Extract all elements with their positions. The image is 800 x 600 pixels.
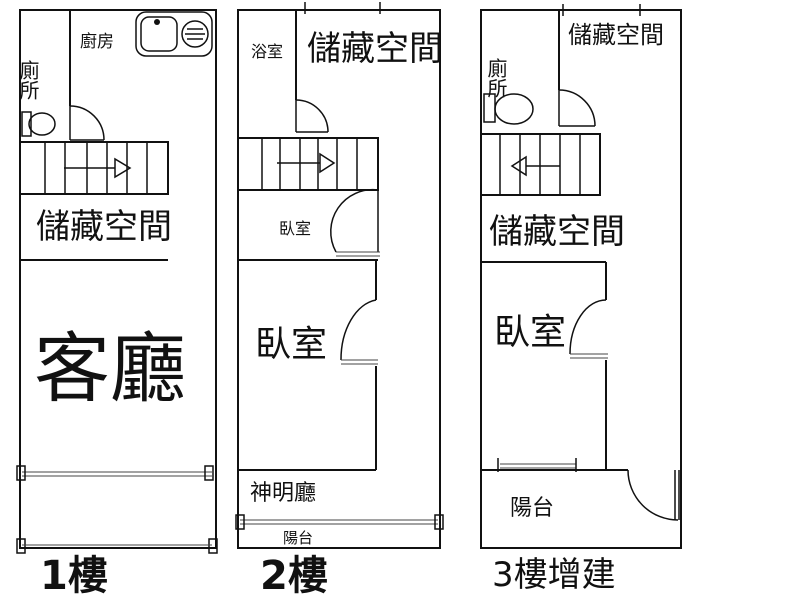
floor-2-outline	[237, 9, 441, 549]
floor-2-bath-label: 浴室	[251, 42, 283, 61]
floor-2-balcony-label: 陽台	[283, 529, 313, 547]
floor-3-storage-top-label: 儲藏空間	[568, 21, 664, 49]
floor-3-toilet-fixture	[483, 93, 534, 125]
floor-3-stairs	[480, 133, 601, 196]
floor-1-toilet-door-swing	[69, 105, 105, 141]
floor-3-toilet-label: 廁所	[484, 58, 508, 98]
floor-3-plan: 廁所 儲藏空間 儲藏空間 臥室 陽台 3樓增建	[480, 4, 682, 595]
floor-2-stairs	[237, 137, 379, 191]
floor-1-kitchen-label: 廚房	[80, 31, 114, 52]
floor-2-posts	[235, 514, 444, 530]
floor-3-storage-label: 儲藏空間	[489, 212, 625, 252]
floor-3-outline	[480, 9, 682, 549]
floor-1-outline	[19, 9, 217, 549]
floor-1-title: 1樓	[40, 553, 108, 599]
floor-2-large-bedroom-door	[340, 299, 377, 361]
floor-1-toilet-label: 廁所	[16, 60, 40, 100]
floor-1-toilet-fixture	[21, 111, 56, 137]
floor-2-bath-door	[295, 99, 329, 133]
floor-2-large-bedroom-label: 臥室	[255, 324, 327, 365]
floor-3-bedroom-label: 臥室	[494, 312, 566, 353]
floor-3-bedroom-door	[569, 299, 607, 355]
floor-2-storage-label: 儲藏空間	[307, 29, 443, 69]
floor-3-balcony-label: 陽台	[510, 496, 554, 521]
floor-2-title: 2樓	[260, 553, 328, 599]
floor-2-small-bedroom-label: 臥室	[279, 219, 311, 238]
floor-1-posts	[16, 465, 218, 554]
floor-2-small-bedroom-door	[330, 188, 379, 253]
floor-1-living-label: 客廳	[34, 324, 186, 413]
floor-2-plan: 浴室 儲藏空間 臥室 臥室 神明廳 陽台 2樓	[235, 2, 444, 599]
floor-1-stairs	[19, 141, 169, 195]
floor-3-title: 3樓增建	[492, 555, 616, 595]
floor-2-shrine-label: 神明廳	[250, 481, 316, 506]
floor-3-toilet-door	[558, 89, 596, 127]
floor-1-storage-label: 儲藏空間	[36, 207, 172, 247]
floor-1-plan: 廁所 廚房 儲藏空間 客廳 1樓	[16, 9, 218, 599]
floor-3-balcony-door	[627, 469, 679, 521]
floor-1-sink-fixture	[135, 11, 213, 57]
